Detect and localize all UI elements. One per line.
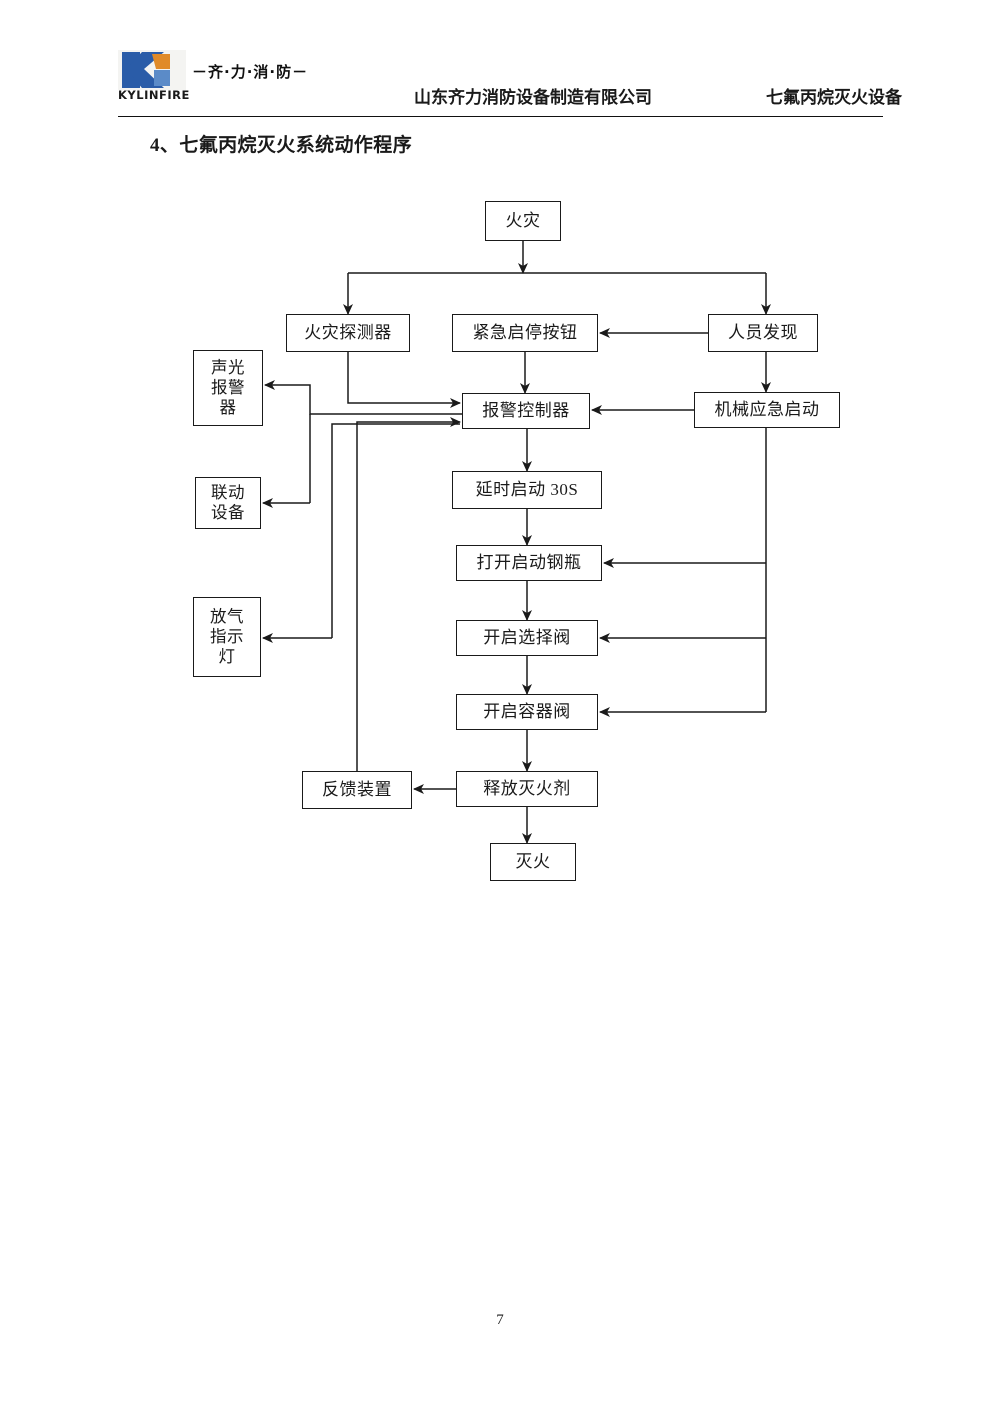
- flow-node-release-agent: 释放灭火剂: [456, 771, 598, 807]
- page-header: KYLINFIRE －齐·力·消·防－ 山东齐力消防设备制造有限公司 七氟丙烷灭…: [118, 48, 902, 120]
- flow-node-alarm-ctrl: 报警控制器: [462, 393, 590, 429]
- flow-node-mech-start: 机械应急启动: [694, 392, 840, 428]
- flow-node-linkage: 联动 设备: [195, 477, 261, 529]
- page-number: 7: [496, 1312, 504, 1328]
- flow-node-sound-light: 声光 报警 器: [193, 350, 263, 426]
- header-company-name: 山东齐力消防设备制造有限公司: [414, 88, 652, 107]
- logo-wordmark: KYLINFIRE: [118, 88, 190, 102]
- flowchart: 火灾火灾探测器 紧急启停按钮 人员发现声光 报警 器报警控制器 机械应急启动联动 设备…: [193, 201, 840, 881]
- company-logo: KYLINFIRE: [118, 50, 190, 106]
- kylinfire-logo-icon: [118, 50, 186, 90]
- flow-node-feedback-device: 反馈装置: [302, 771, 412, 809]
- edge-alarm-ctrl-to-release-light-run: [331, 423, 460, 638]
- flow-node-open-cylinder: 打开启动钢瓶: [456, 545, 602, 581]
- edge-alarm-ctrl-to-sound-light: [264, 380, 462, 415]
- logo-slogan: －齐·力·消·防－: [192, 63, 309, 81]
- flow-node-emergency-btn: 紧急启停按钮: [452, 314, 598, 352]
- flow-node-fire: 火灾: [485, 201, 561, 241]
- flow-node-open-container-valve: 开启容器阀: [456, 694, 598, 730]
- section-title: 4、七氟丙烷灭火系统动作程序: [150, 135, 413, 156]
- flow-node-open-select-valve: 开启选择阀: [456, 620, 598, 656]
- edge-detector-to-alarm-ctrl: [347, 352, 461, 408]
- flow-node-person-found: 人员发现: [708, 314, 818, 352]
- flowchart-connectors: [262, 241, 771, 844]
- flow-node-extinguish: 灭火: [490, 843, 576, 881]
- header-product-name: 七氟丙烷灭火设备: [766, 88, 902, 107]
- edge-feedback-to-alarm-ctrl: [356, 417, 461, 771]
- flow-node-detector: 火灾探测器: [286, 314, 410, 352]
- flow-node-delay-start: 延时启动 30S: [452, 471, 602, 509]
- header-divider: [118, 116, 883, 117]
- flow-node-release-light: 放气 指示 灯: [193, 597, 261, 677]
